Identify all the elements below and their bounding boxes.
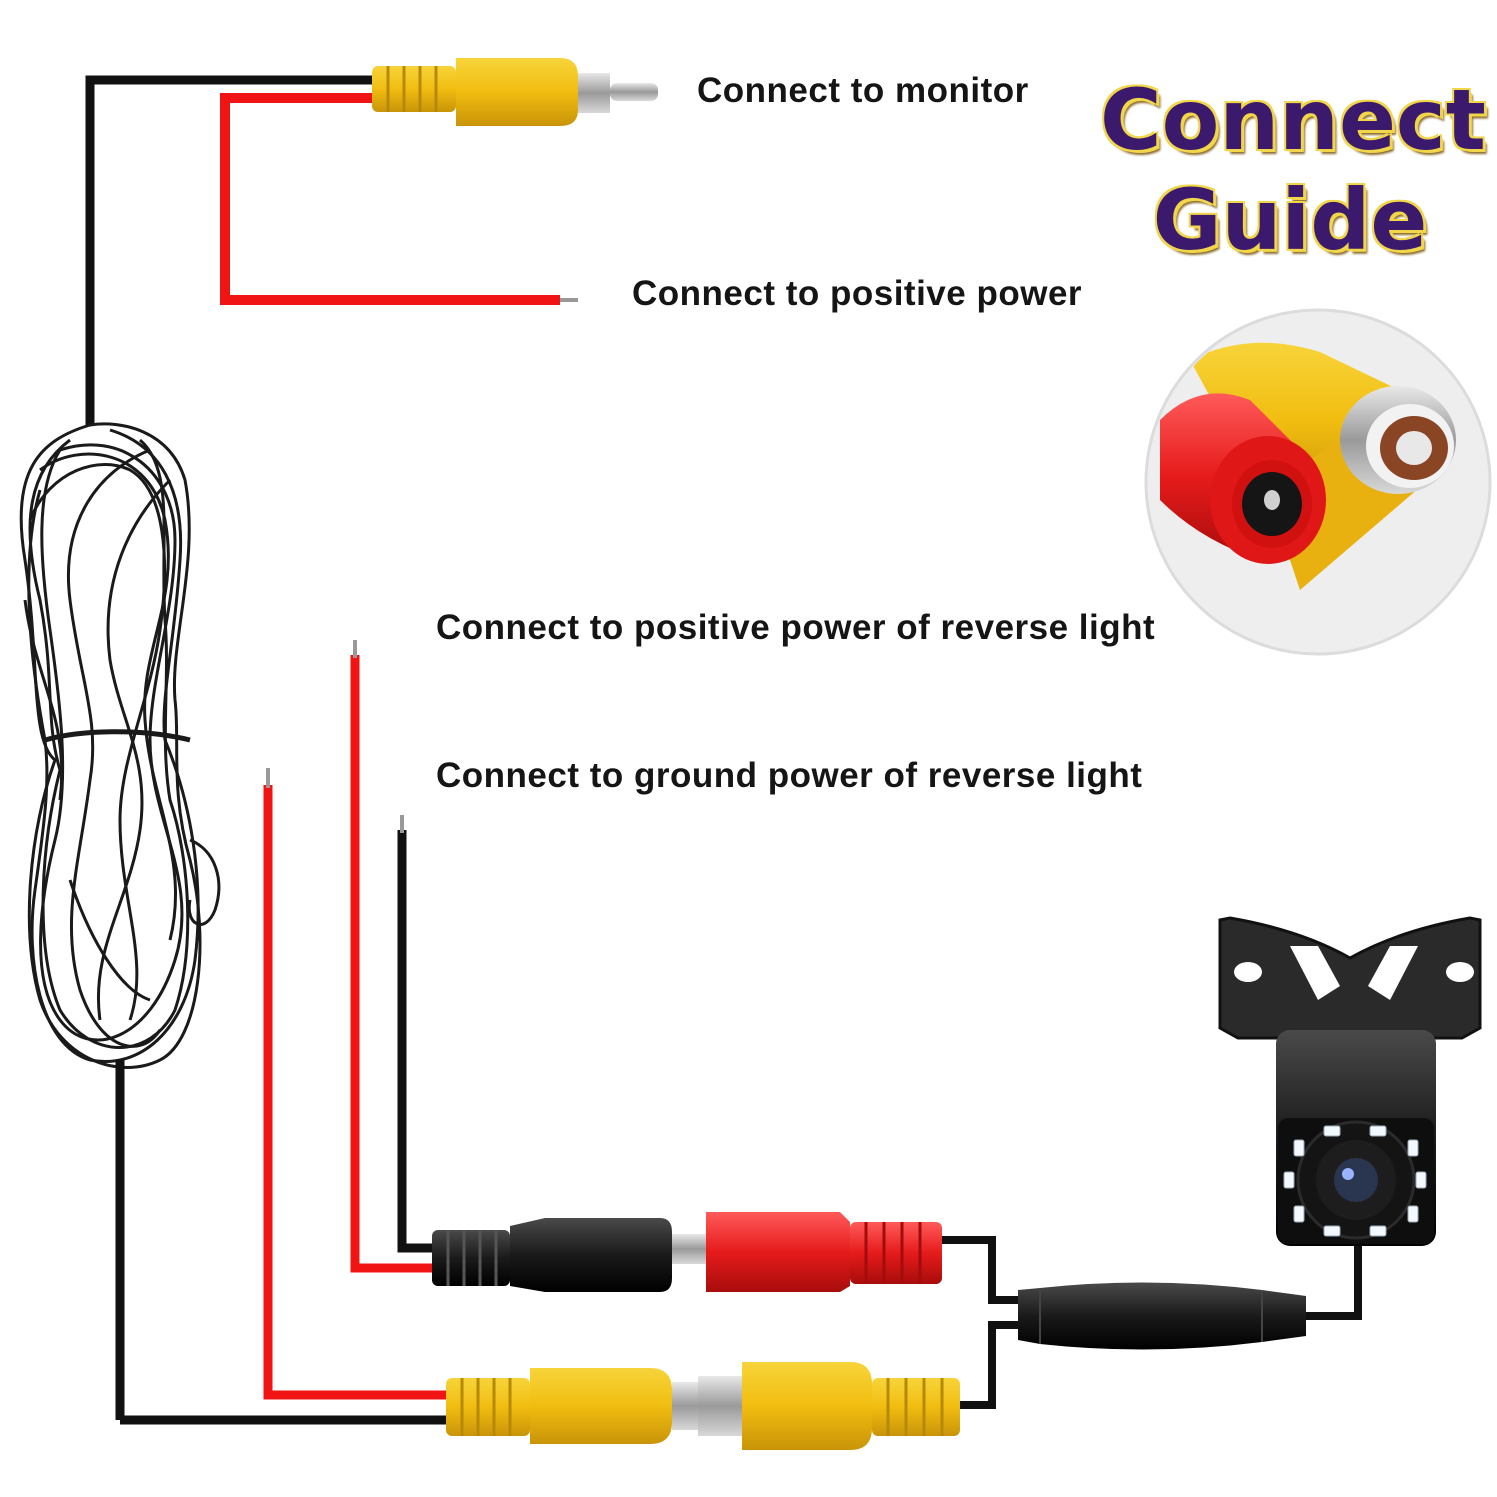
- top-wires: [85, 75, 578, 425]
- label-reverse-light-positive: Connect to positive power of reverse lig…: [436, 608, 1156, 647]
- connector-detail-inset: [1144, 308, 1492, 656]
- rca-plug-icon: [372, 58, 658, 126]
- label-connect-to-monitor: Connect to monitor: [697, 71, 1029, 110]
- backup-camera-icon: [1218, 916, 1482, 1246]
- label-connect-to-positive-power: Connect to positive power: [632, 274, 1083, 313]
- connect-guide-title: Connect Guide: [1100, 70, 1486, 270]
- title-line-1: Connect: [1100, 71, 1486, 169]
- dc-power-socket-icon: [706, 1212, 1025, 1304]
- rca-socket-icon: [446, 1321, 1025, 1450]
- cable-coil-icon: [19, 422, 221, 1069]
- bottom-wires: [120, 640, 450, 1425]
- label-reverse-light-ground: Connect to ground power of reverse light: [436, 756, 1143, 795]
- title-line-2: Guide: [1152, 171, 1428, 269]
- dc-plug-icon: [432, 1218, 706, 1292]
- wire-junction-module: [1018, 1240, 1362, 1350]
